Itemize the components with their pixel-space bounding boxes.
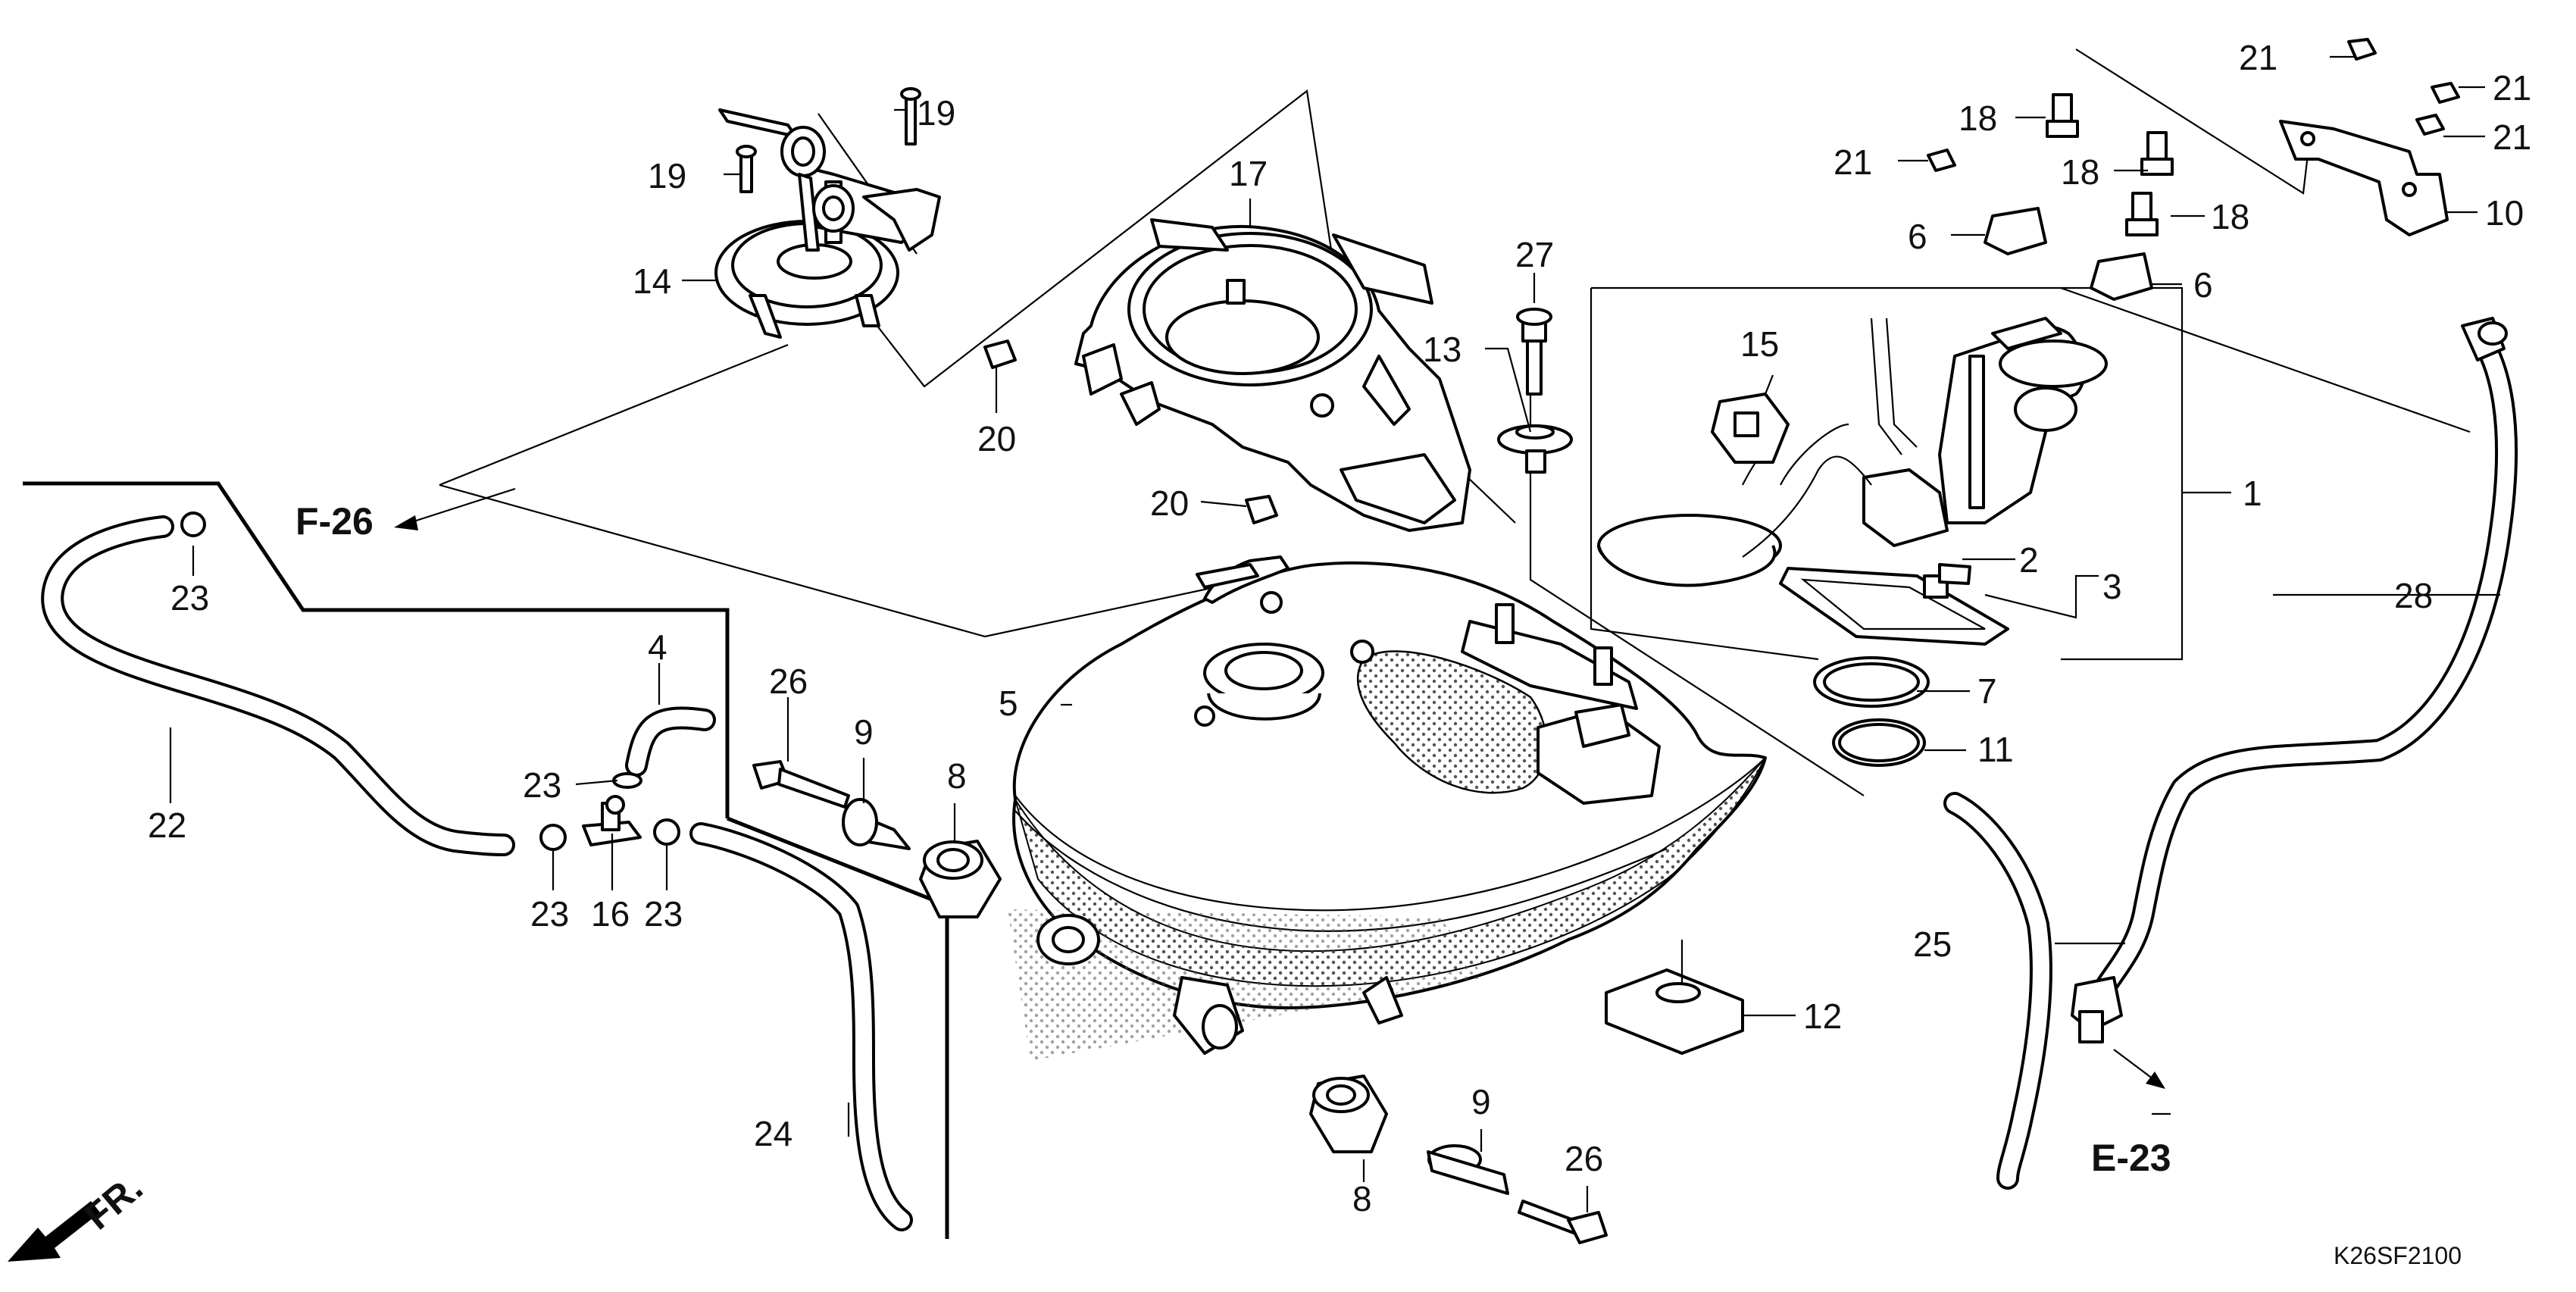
section-boundary [23, 481, 949, 1239]
label-5: 5 [999, 684, 1018, 723]
label-4: 4 [648, 627, 667, 667]
bolt-26-lower [1518, 1200, 1608, 1244]
tank-cushion [1605, 940, 1744, 1055]
label-27: 27 [1515, 235, 1554, 274]
label-6a: 6 [1908, 217, 1927, 256]
label-20b: 20 [1150, 483, 1189, 523]
label-23d: 23 [644, 894, 683, 934]
hose-28 [2071, 317, 2518, 1043]
label-25: 25 [1913, 924, 1952, 964]
label-8a: 8 [947, 756, 967, 796]
hose-25 [1943, 792, 2052, 1190]
bracket-6-a [1984, 207, 2047, 255]
label-6b: 6 [2193, 265, 2213, 305]
label-23c: 23 [530, 894, 569, 934]
label-18c: 18 [2211, 197, 2249, 236]
label-9a: 9 [854, 712, 874, 752]
label-1: 1 [2243, 474, 2262, 513]
bolt-18-b [2140, 131, 2174, 176]
hose-22 [41, 515, 515, 856]
label-19a: 19 [917, 93, 955, 133]
hose-4 [625, 706, 716, 777]
bolt-13-27 [1497, 308, 1573, 474]
pump-setting-plate [1779, 563, 2009, 646]
clip-23-d [653, 818, 680, 846]
bolt-18-a [2046, 93, 2079, 138]
clip-23-c [539, 824, 567, 851]
label-16: 16 [591, 894, 630, 934]
stay-10 [2279, 120, 2449, 236]
label-17: 17 [1229, 154, 1268, 193]
nut-21-b [2431, 82, 2460, 104]
drawing-code: K26SF2100 [2334, 1242, 2462, 1269]
fuel-pump-assembly [1597, 317, 2108, 587]
joint-16 [582, 795, 642, 846]
label-28: 28 [2394, 576, 2433, 615]
label-2: 2 [2019, 540, 2039, 580]
label-7: 7 [1977, 671, 1997, 711]
label-18a: 18 [1959, 99, 1997, 138]
fuel-cap [714, 87, 941, 339]
collar-8-upper [919, 840, 1002, 918]
clip-20-upper [983, 339, 1017, 369]
nut-21-a [2347, 38, 2377, 61]
nut-21-c [2415, 114, 2445, 136]
label-19b: 19 [648, 156, 686, 196]
label-21c: 21 [2493, 117, 2531, 157]
bolt-26-upper [752, 760, 850, 809]
clip-20-lower [1245, 495, 1278, 524]
ref-arrow-f26 [394, 487, 516, 530]
fr-arrow [8, 1201, 100, 1262]
fuel-tank [1008, 555, 1767, 1061]
label-23b: 23 [523, 765, 561, 805]
ref-fr: FR. [77, 1166, 151, 1238]
hose-24 [689, 822, 913, 1231]
clip-23-a [180, 511, 206, 537]
label-23a: 23 [170, 578, 209, 618]
clip-23-b [612, 772, 642, 789]
label-10: 10 [2485, 193, 2524, 233]
label-21b: 21 [2493, 68, 2531, 108]
label-24: 24 [754, 1114, 792, 1153]
label-3: 3 [2102, 567, 2122, 606]
label-26b: 26 [1565, 1139, 1603, 1178]
label-13: 13 [1423, 330, 1462, 369]
leader-lines [169, 55, 2500, 1212]
bracket-6-b [2090, 252, 2153, 301]
packing-rings [1813, 656, 1930, 767]
bolt-9-lower [1427, 1144, 1509, 1195]
ref-e23: E-23 [2091, 1137, 2171, 1179]
label-8b: 8 [1352, 1179, 1372, 1218]
label-18b: 18 [2061, 152, 2099, 192]
ref-arrow-e23 [2113, 1049, 2165, 1089]
bolt-9-upper [842, 798, 911, 850]
fuel-tank-cover [1074, 218, 1471, 532]
label-12: 12 [1803, 996, 1842, 1036]
collar-8-lower [1309, 1075, 1388, 1153]
label-21a: 21 [2239, 38, 2277, 77]
label-22: 22 [148, 806, 186, 845]
label-26a: 26 [769, 662, 808, 701]
ref-f26: F-26 [295, 500, 374, 543]
nut-21-d [1927, 149, 1956, 172]
label-15: 15 [1740, 324, 1779, 364]
label-11: 11 [1977, 730, 2014, 769]
part-labels: 1 2 3 4 5 6 6 7 8 8 9 9 10 11 12 13 14 1… [148, 38, 2531, 1218]
bolt-18-c [2125, 192, 2159, 236]
label-14: 14 [633, 261, 671, 301]
label-21d: 21 [1834, 142, 1872, 182]
label-9b: 9 [1471, 1082, 1491, 1122]
label-20a: 20 [977, 419, 1016, 458]
